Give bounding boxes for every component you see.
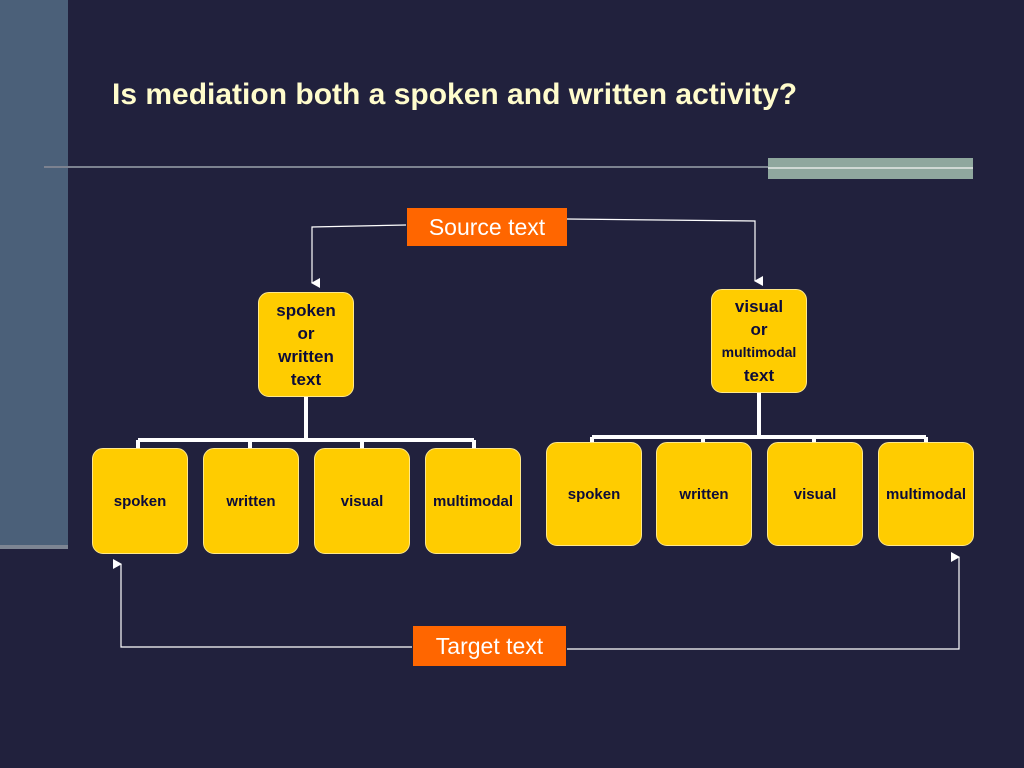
right-child-node-multimodal: multimodal — [878, 442, 974, 546]
left-parent-line-1: spoken — [276, 300, 336, 320]
right-child-node-spoken: spoken — [546, 442, 642, 546]
left-parent-line-2: or — [297, 323, 315, 343]
title-divider-line — [44, 166, 770, 168]
source-text-label: Source text — [407, 208, 567, 246]
right-parent-line-3: multimodal — [721, 344, 797, 360]
right-child-node-visual: visual — [767, 442, 863, 546]
source-to-right-arrow — [566, 218, 763, 286]
left-child-node-written: written — [203, 448, 299, 554]
left-child-node-visual: visual — [314, 448, 410, 554]
right-parent-line-2: or — [750, 320, 768, 339]
right-parent-line-4: text — [743, 366, 775, 385]
right-parent-node: visual or multimodal text — [711, 289, 807, 393]
left-tree-connectors — [136, 396, 476, 448]
left-child-node-spoken: spoken — [92, 448, 188, 554]
left-parent-line-4: text — [290, 369, 322, 389]
target-text-label: Target text — [413, 626, 566, 666]
right-child-node-written: written — [656, 442, 752, 546]
left-child-node-multimodal: multimodal — [425, 448, 521, 554]
left-parent-node: spoken or written text — [258, 292, 354, 397]
target-to-left-arrow — [113, 559, 412, 648]
right-parent-line-1: visual — [734, 297, 784, 316]
left-parent-line-3: written — [278, 346, 334, 366]
side-accent-bar-edge — [0, 545, 68, 549]
source-to-left-arrow — [311, 224, 407, 288]
right-tree-connectors — [590, 392, 928, 443]
slide-title: Is mediation both a spoken and written a… — [112, 78, 798, 111]
title-divider-block — [768, 158, 973, 179]
target-to-right-arrow — [567, 552, 960, 650]
side-accent-bar — [0, 0, 68, 545]
